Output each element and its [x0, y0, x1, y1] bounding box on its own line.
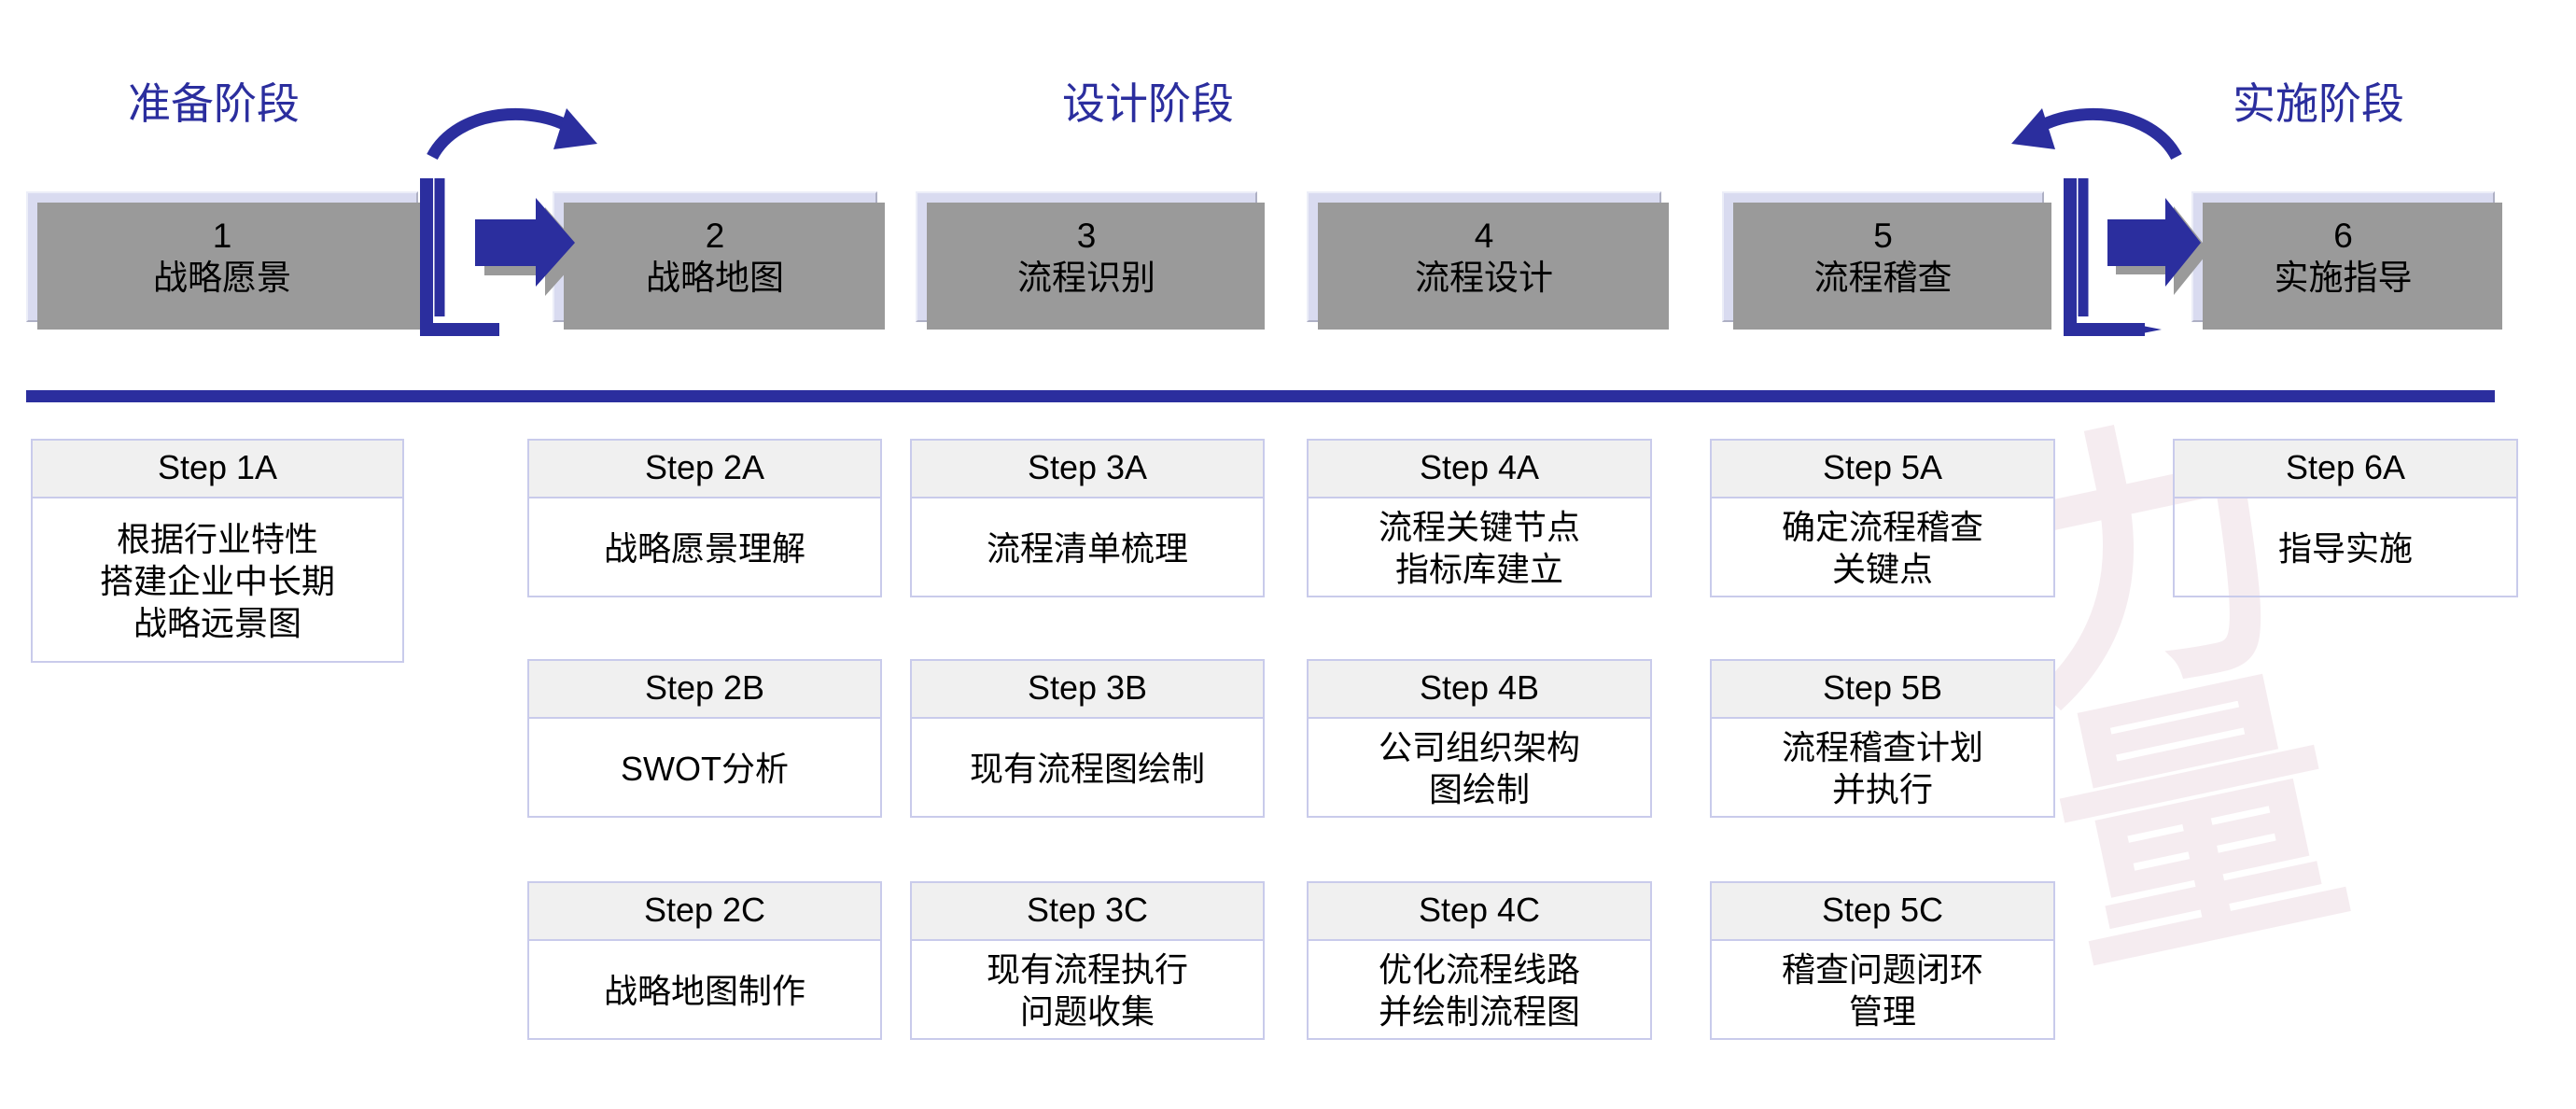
step-text: 确定流程稽查 关键点 — [1781, 508, 1983, 588]
phase-title-impl: 实施阶段 — [2233, 79, 2404, 128]
step-card-5B[interactable]: Step 5B 流程稽查计划 并执行 — [1710, 659, 2055, 818]
step-text: 根据行业特性 搭建企业中长期 战略远景图 — [99, 519, 335, 642]
stage-label: 流程识别 — [1017, 259, 1155, 297]
stage-number: 6 — [2333, 216, 2353, 255]
bracket-arrowhead — [2128, 323, 2162, 336]
step-title: Step 6A — [2175, 441, 2516, 498]
stage-box-3[interactable]: 3 流程识别 — [916, 191, 1265, 330]
arc-path — [2026, 107, 2182, 161]
step-title: Step 4A — [1309, 441, 1650, 498]
section-divider — [26, 390, 2495, 402]
stage-number: 3 — [1076, 216, 1097, 255]
bracket-path — [420, 178, 499, 336]
step-card-4A[interactable]: Step 4A 流程关键节点 指标库建立 — [1307, 439, 1652, 597]
stage-box-4[interactable]: 4 流程设计 — [1307, 191, 1669, 330]
step-text: 指导实施 — [2277, 528, 2413, 568]
step-text: 流程关键节点 指标库建立 — [1378, 508, 1580, 588]
step-card-5C[interactable]: Step 5C 稽查问题闭环 管理 — [1710, 881, 2055, 1040]
step-text: 流程清单梳理 — [986, 528, 1188, 568]
phase-title-prep: 准备阶段 — [128, 79, 300, 128]
step-title: Step 1A — [33, 441, 402, 498]
arc-path — [427, 107, 582, 161]
stage-box-6[interactable]: 6 实施指导 — [2191, 191, 2502, 330]
step-card-4B[interactable]: Step 4B 公司组织架构 图绘制 — [1307, 659, 1652, 818]
step-title: Step 3C — [912, 883, 1263, 941]
step-title: Step 5C — [1712, 883, 2053, 941]
stage-number: 2 — [705, 216, 725, 255]
stage-label: 流程设计 — [1415, 259, 1553, 297]
step-title: Step 3A — [912, 441, 1263, 498]
connector-1-2-svg — [420, 107, 597, 336]
step-card-3B[interactable]: Step 3B 现有流程图绘制 — [910, 659, 1265, 818]
bracket-path — [2064, 178, 2145, 336]
stage-label: 战略愿景 — [153, 259, 291, 297]
stage-number: 1 — [212, 216, 232, 255]
step-title: Step 4C — [1309, 883, 1650, 941]
connector-1-2 — [406, 101, 621, 344]
step-title: Step 3B — [912, 661, 1263, 719]
step-title: Step 5B — [1712, 661, 2053, 719]
step-card-4C[interactable]: Step 4C 优化流程线路 并绘制流程图 — [1307, 881, 1652, 1040]
step-text: 现有流程执行 问题收集 — [986, 950, 1188, 1031]
step-text: 稽查问题闭环 管理 — [1781, 950, 1983, 1031]
step-text: 现有流程图绘制 — [969, 749, 1205, 788]
step-card-2A[interactable]: Step 2A 战略愿景理解 — [527, 439, 882, 597]
stage-box-1[interactable]: 1 战略愿景 — [26, 191, 426, 330]
stage-number: 5 — [1873, 216, 1893, 255]
stage-box-2[interactable]: 2 战略地图 — [553, 191, 885, 330]
stage-label: 实施指导 — [2274, 259, 2413, 297]
step-card-2C[interactable]: Step 2C 战略地图制作 — [527, 881, 882, 1040]
step-title: Step 2B — [529, 661, 880, 719]
stage-label: 流程稽查 — [1813, 259, 1953, 297]
step-card-2B[interactable]: Step 2B SWOT分析 — [527, 659, 882, 818]
stage-box-5[interactable]: 5 流程稽查 — [1722, 191, 2051, 330]
arc-arrowhead — [553, 108, 597, 149]
connector-5-6 — [1979, 101, 2209, 344]
step-title: Step 5A — [1712, 441, 2053, 498]
connector-5-6-svg — [2011, 107, 2209, 336]
block-arrow — [2107, 198, 2201, 287]
step-title: Step 2C — [529, 883, 880, 941]
step-card-1A[interactable]: Step 1A 根据行业特性 搭建企业中长期 战略远景图 — [31, 439, 404, 663]
arc-arrowhead — [2011, 108, 2055, 149]
step-text: 战略地图制作 — [603, 971, 805, 1010]
step-text: 公司组织架构 图绘制 — [1378, 728, 1580, 808]
block-arrow — [475, 198, 575, 287]
step-text: 战略愿景理解 — [603, 528, 805, 568]
step-text: SWOT分析 — [621, 749, 789, 788]
step-card-3A[interactable]: Step 3A 流程清单梳理 — [910, 439, 1265, 597]
stage-label: 战略地图 — [646, 259, 784, 297]
stage-number: 4 — [1474, 216, 1494, 255]
step-title: Step 4B — [1309, 661, 1650, 719]
step-text: 流程稽查计划 并执行 — [1781, 728, 1983, 808]
step-title: Step 2A — [529, 441, 880, 498]
step-card-3C[interactable]: Step 3C 现有流程执行 问题收集 — [910, 881, 1265, 1040]
step-text: 优化流程线路 并绘制流程图 — [1378, 950, 1580, 1031]
step-card-5A[interactable]: Step 5A 确定流程稽查 关键点 — [1710, 439, 2055, 597]
phase-title-design: 设计阶段 — [1062, 79, 1234, 128]
step-card-6A[interactable]: Step 6A 指导实施 — [2173, 439, 2518, 597]
